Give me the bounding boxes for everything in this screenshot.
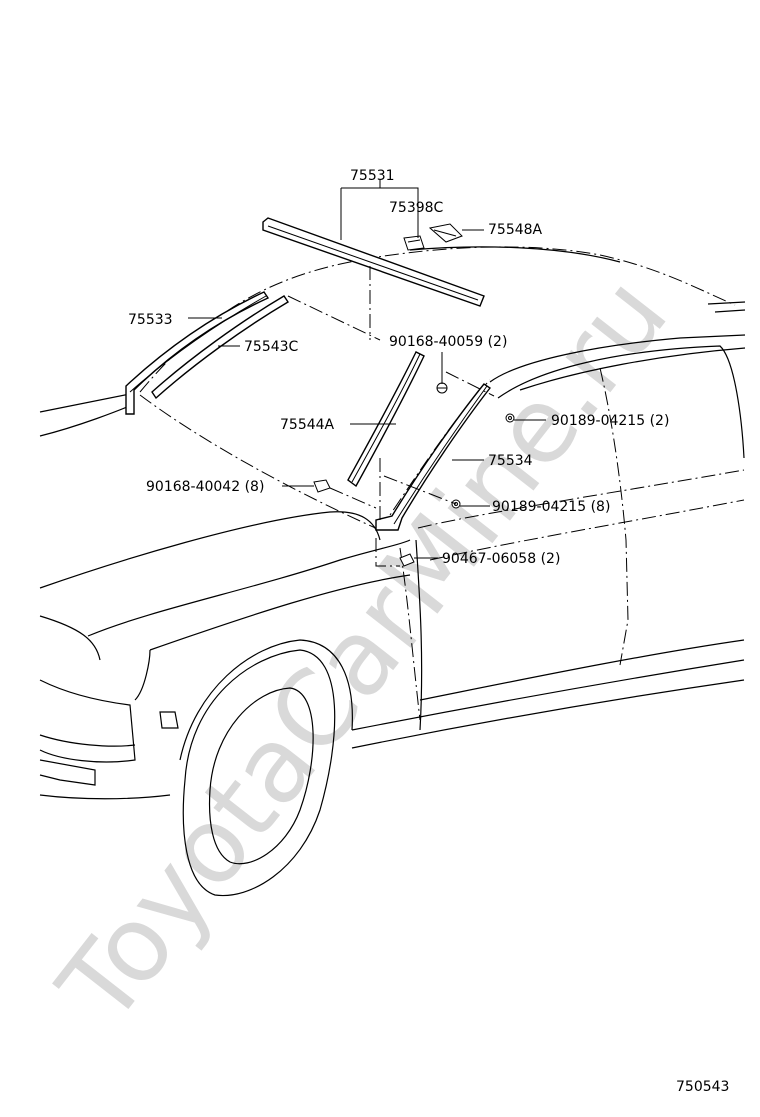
label-75534: 75534 <box>488 453 533 469</box>
part-75534-rear-pillar-molding <box>375 383 492 531</box>
label-75543c: 75543C <box>244 339 299 355</box>
part-75548a-clip <box>428 223 463 243</box>
label-90189-04215-2: 90189-04215 (2) <box>551 413 669 429</box>
fastener-90189-04215-top <box>505 413 515 423</box>
part-labels: 75531 75398C 75548A 75533 75543C 90168-4… <box>128 168 669 567</box>
fastener-90168-40042 <box>313 479 331 493</box>
part-75531-roof-molding <box>262 217 485 307</box>
label-90168-40059: 90168-40059 (2) <box>389 334 507 350</box>
watermark-text: ToyotaCarMine.ru <box>35 254 691 1046</box>
label-75398c: 75398C <box>389 200 444 216</box>
part-75544a-molding <box>347 351 425 488</box>
label-90467-06058: 90467-06058 (2) <box>442 551 560 567</box>
label-75531: 75531 <box>350 168 395 184</box>
label-75548a: 75548A <box>488 222 543 238</box>
label-75533: 75533 <box>128 312 173 328</box>
part-75533-front-pillar-molding <box>125 291 270 415</box>
watermark: ToyotaCarMine.ru <box>35 254 691 1046</box>
part-75398c-bracket <box>403 235 425 251</box>
label-90189-04215-8: 90189-04215 (8) <box>492 499 610 515</box>
leader-lines <box>188 180 546 567</box>
fastener-90467-06058 <box>399 553 415 567</box>
part-75543c-molding <box>151 295 289 400</box>
fastener-90168-40059 <box>436 382 448 394</box>
label-75544a: 75544A <box>280 417 335 433</box>
label-90168-40042: 90168-40042 (8) <box>146 479 264 495</box>
figure-code: 750543 <box>676 1079 729 1095</box>
